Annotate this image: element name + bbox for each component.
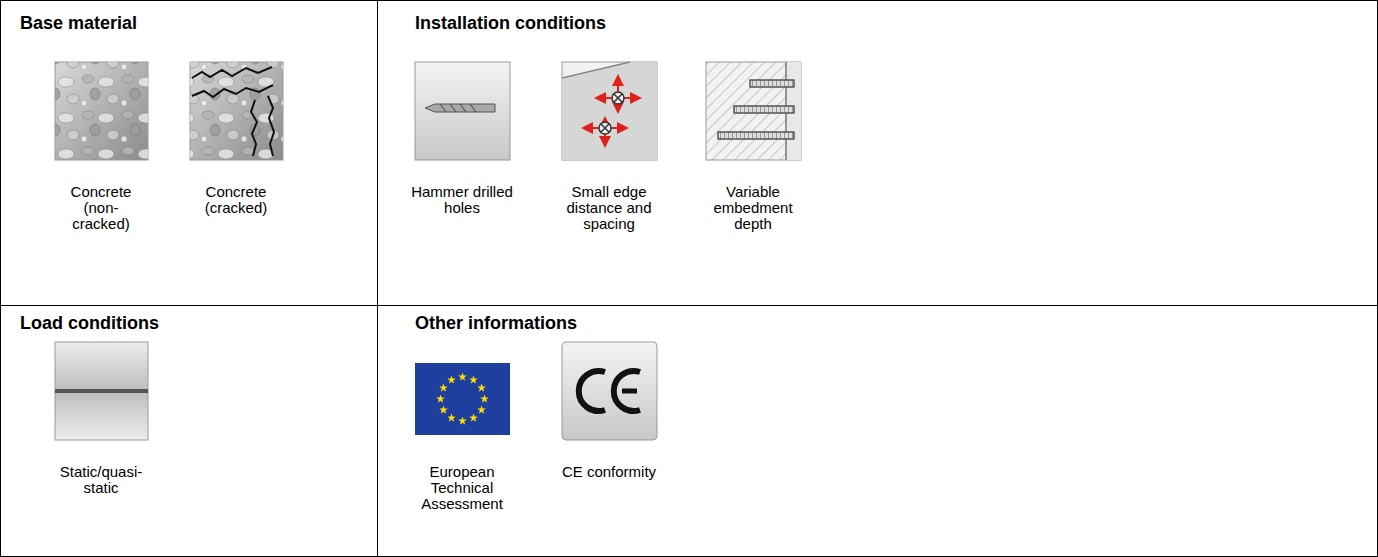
section-heading: Other informations — [415, 313, 577, 334]
icon-caption: Small edge distance and spacing — [559, 184, 659, 232]
embedment-icon — [706, 62, 801, 160]
section-heading: Load conditions — [20, 313, 159, 334]
flag-star — [480, 395, 489, 403]
eu-flag-icon — [415, 363, 510, 435]
flag-star — [439, 384, 448, 392]
flag-star — [458, 417, 467, 425]
flag-star — [447, 375, 456, 383]
table-cell: Load conditions — [0, 305, 378, 557]
icon-caption: Static/quasi-static — [49, 464, 153, 496]
static-load-icon — [55, 342, 148, 440]
flag-star — [469, 414, 478, 422]
concrete-icon — [55, 62, 148, 160]
ce-mark-icon — [562, 342, 657, 440]
flag-star — [477, 406, 486, 414]
flag-star — [447, 414, 456, 422]
flag-star — [458, 373, 467, 381]
flag-star — [439, 406, 448, 414]
table-cell: Other informations — [377, 305, 1378, 557]
icon-caption: Hammer drilled holes — [403, 184, 521, 216]
icon-caption: Variable embedment depth — [708, 184, 798, 232]
table-cell: Base material — [0, 0, 378, 306]
table-cell: Installation conditions — [377, 0, 1378, 306]
section-heading: Base material — [20, 13, 137, 34]
icon-caption: Concrete (cracked) — [196, 184, 276, 216]
drill-bit-icon — [415, 62, 510, 160]
icon-caption: CE conformity — [544, 464, 674, 480]
flag-star — [436, 395, 445, 403]
flag-star — [477, 384, 486, 392]
icon-caption: European Technical Assessment — [417, 464, 507, 512]
section-heading: Installation conditions — [415, 13, 606, 34]
edge-spacing-icon — [562, 62, 657, 160]
cracked-concrete-icon — [190, 62, 283, 160]
icon-caption: Concrete (non-cracked) — [61, 184, 141, 232]
flag-star — [469, 375, 478, 383]
